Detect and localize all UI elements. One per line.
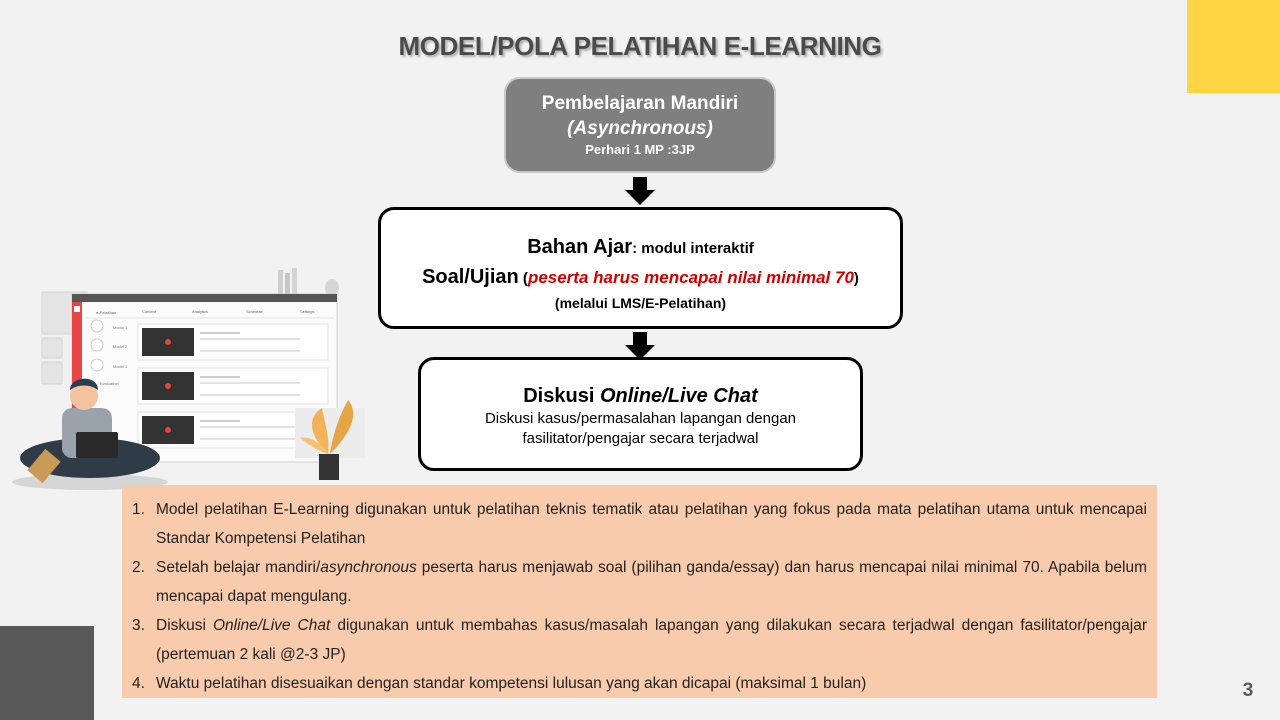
list-item: 4. Waktu pelatihan disesuaikan dengan st… bbox=[132, 669, 1147, 698]
down-arrow-icon bbox=[625, 177, 655, 205]
list-item-italic: asynchronous bbox=[320, 559, 417, 576]
lms-sidebar-item: Evaluation bbox=[100, 381, 119, 386]
e-learning-illustration: e-Pelatihan Content Analytics Schedule S… bbox=[12, 268, 365, 490]
soal-ujian-highlight: peserta harus mencapai nilai minimal 70 bbox=[527, 268, 854, 287]
lms-sidebar-item: Modul 2 bbox=[113, 344, 128, 349]
lms-sidebar-item: Modul 3 bbox=[113, 364, 128, 369]
lms-app-name: e-Pelatihan bbox=[96, 310, 116, 315]
lms-tab: Settings bbox=[300, 309, 314, 314]
lms-note: (melalui LMS/E-Pelatihan) bbox=[554, 295, 727, 311]
diskusi-title: Diskusi Online/Live Chat bbox=[421, 383, 860, 409]
list-item-number: 3. bbox=[132, 617, 145, 634]
diskusi-desc-2: fasilitator/pengajar secara terjadwal bbox=[522, 430, 759, 447]
list-item-text: Setelah belajar mandiri/ bbox=[156, 559, 321, 576]
down-arrow-icon bbox=[625, 332, 655, 360]
soal-ujian-line: Soal/Ujian (peserta harus mencapai nilai… bbox=[381, 263, 900, 293]
bahan-ajar-text: : modul interaktif bbox=[632, 240, 754, 257]
list-item-text: Waktu pelatihan disesuaikan dengan stand… bbox=[156, 675, 867, 692]
list-item-text: Model pelatihan E-Learning digunakan unt… bbox=[156, 501, 1147, 547]
slide-title: MODEL/POLA PELATIHAN E-LEARNING bbox=[398, 31, 882, 61]
lms-tab: Analytics bbox=[192, 309, 208, 314]
diskusi-title-plain: Diskusi bbox=[523, 385, 600, 407]
list-item-number: 1. bbox=[132, 501, 145, 518]
diskusi-title-italic: Online/Live Chat bbox=[599, 385, 758, 407]
list-item-number: 2. bbox=[132, 559, 145, 576]
notes-list: 1. Model pelatihan E-Learning digunakan … bbox=[132, 495, 1147, 698]
corner-accent-gray bbox=[0, 626, 94, 720]
mandiri-subtitle: (Asynchronous) bbox=[567, 118, 713, 139]
page-number: 3 bbox=[1242, 680, 1254, 701]
mandiri-title: Pembelajaran Mandiri bbox=[541, 93, 739, 114]
list-item-text: digunakan untuk membahas kasus/masalah l… bbox=[156, 617, 1147, 663]
list-item-italic: Online/Live Chat bbox=[212, 617, 331, 634]
lms-tab: Content bbox=[142, 309, 157, 314]
lms-tab: Schedule bbox=[246, 309, 263, 314]
diskusi-desc-1: Diskusi kasus/permasalahan lapangan deng… bbox=[484, 410, 797, 427]
box-bahan-ajar: Bahan Ajar: modul interaktif Soal/Ujian … bbox=[378, 207, 903, 329]
mandiri-duration: Perhari 1 MP :3JP bbox=[585, 142, 695, 157]
list-item-number: 4. bbox=[132, 675, 145, 692]
notes-panel: 1. Model pelatihan E-Learning digunakan … bbox=[122, 485, 1157, 698]
box-pembelajaran-mandiri: Pembelajaran Mandiri (Asynchronous) Perh… bbox=[504, 77, 776, 173]
list-item: 2. Setelah belajar mandiri/asynchronous … bbox=[132, 553, 1147, 611]
list-item-text: Diskusi bbox=[156, 617, 213, 634]
list-item: 3. Diskusi Online/Live Chat digunakan un… bbox=[132, 611, 1147, 669]
box-diskusi: Diskusi Online/Live Chat Diskusi kasus/p… bbox=[418, 357, 863, 471]
bahan-ajar-label: Bahan Ajar bbox=[527, 236, 633, 258]
paren-close: ) bbox=[853, 270, 859, 287]
bahan-ajar-line: Bahan Ajar: modul interaktif bbox=[381, 233, 900, 263]
paren-open: ( bbox=[518, 270, 528, 287]
corner-accent-yellow bbox=[1187, 0, 1280, 93]
list-item-text: peserta harus menjawab soal (pilihan gan… bbox=[156, 559, 1147, 605]
soal-ujian-label: Soal/Ujian bbox=[422, 266, 519, 288]
lms-sidebar-item: Modul 1 bbox=[113, 325, 128, 330]
list-item: 1. Model pelatihan E-Learning digunakan … bbox=[132, 495, 1147, 553]
